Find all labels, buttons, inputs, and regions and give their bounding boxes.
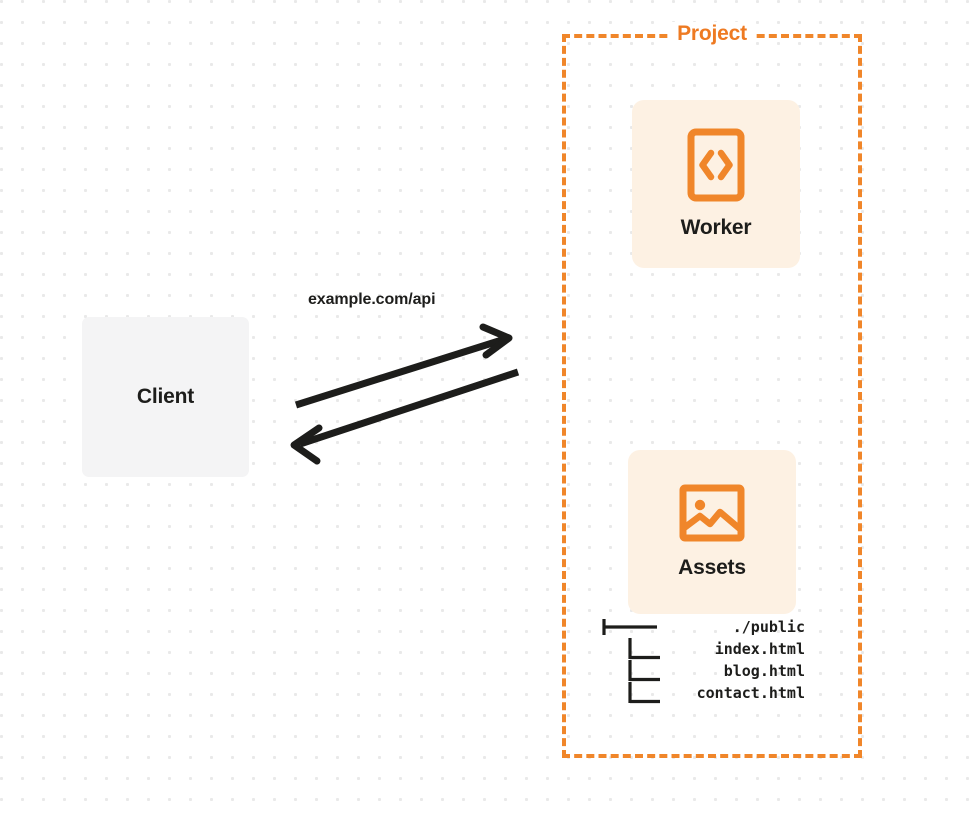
connection-label: example.com/api (308, 291, 436, 308)
file-tree-label: contact.html (696, 684, 805, 702)
worker-card[interactable]: Worker (632, 100, 800, 268)
client-node-label: Client (136, 385, 195, 408)
image-icon (679, 484, 745, 542)
assets-card-label: Assets (678, 556, 746, 579)
tree-branch-connector-icon (626, 638, 666, 660)
assets-card[interactable]: Assets (628, 450, 796, 614)
client-node[interactable]: Client (82, 317, 249, 477)
project-group: Project (562, 22, 862, 758)
file-tree-row: index.html (600, 638, 805, 660)
asset-file-tree: ./public index.html blog.html (600, 616, 805, 704)
project-group-title: Project (671, 22, 753, 46)
worker-card-label: Worker (680, 216, 752, 239)
tree-tee-connector-icon (600, 616, 664, 638)
request-arrow (294, 323, 513, 409)
file-tree-row: ./public (600, 616, 805, 638)
tree-branch-connector-icon (626, 660, 666, 682)
file-tree-row: blog.html (600, 660, 805, 682)
code-brackets-icon (687, 128, 745, 202)
file-tree-label: ./public (732, 618, 805, 636)
response-arrow (290, 368, 520, 465)
file-tree-label: index.html (714, 640, 805, 658)
tree-branch-connector-icon (626, 682, 666, 704)
file-tree-label: blog.html (723, 662, 805, 680)
file-tree-row: contact.html (600, 682, 805, 704)
